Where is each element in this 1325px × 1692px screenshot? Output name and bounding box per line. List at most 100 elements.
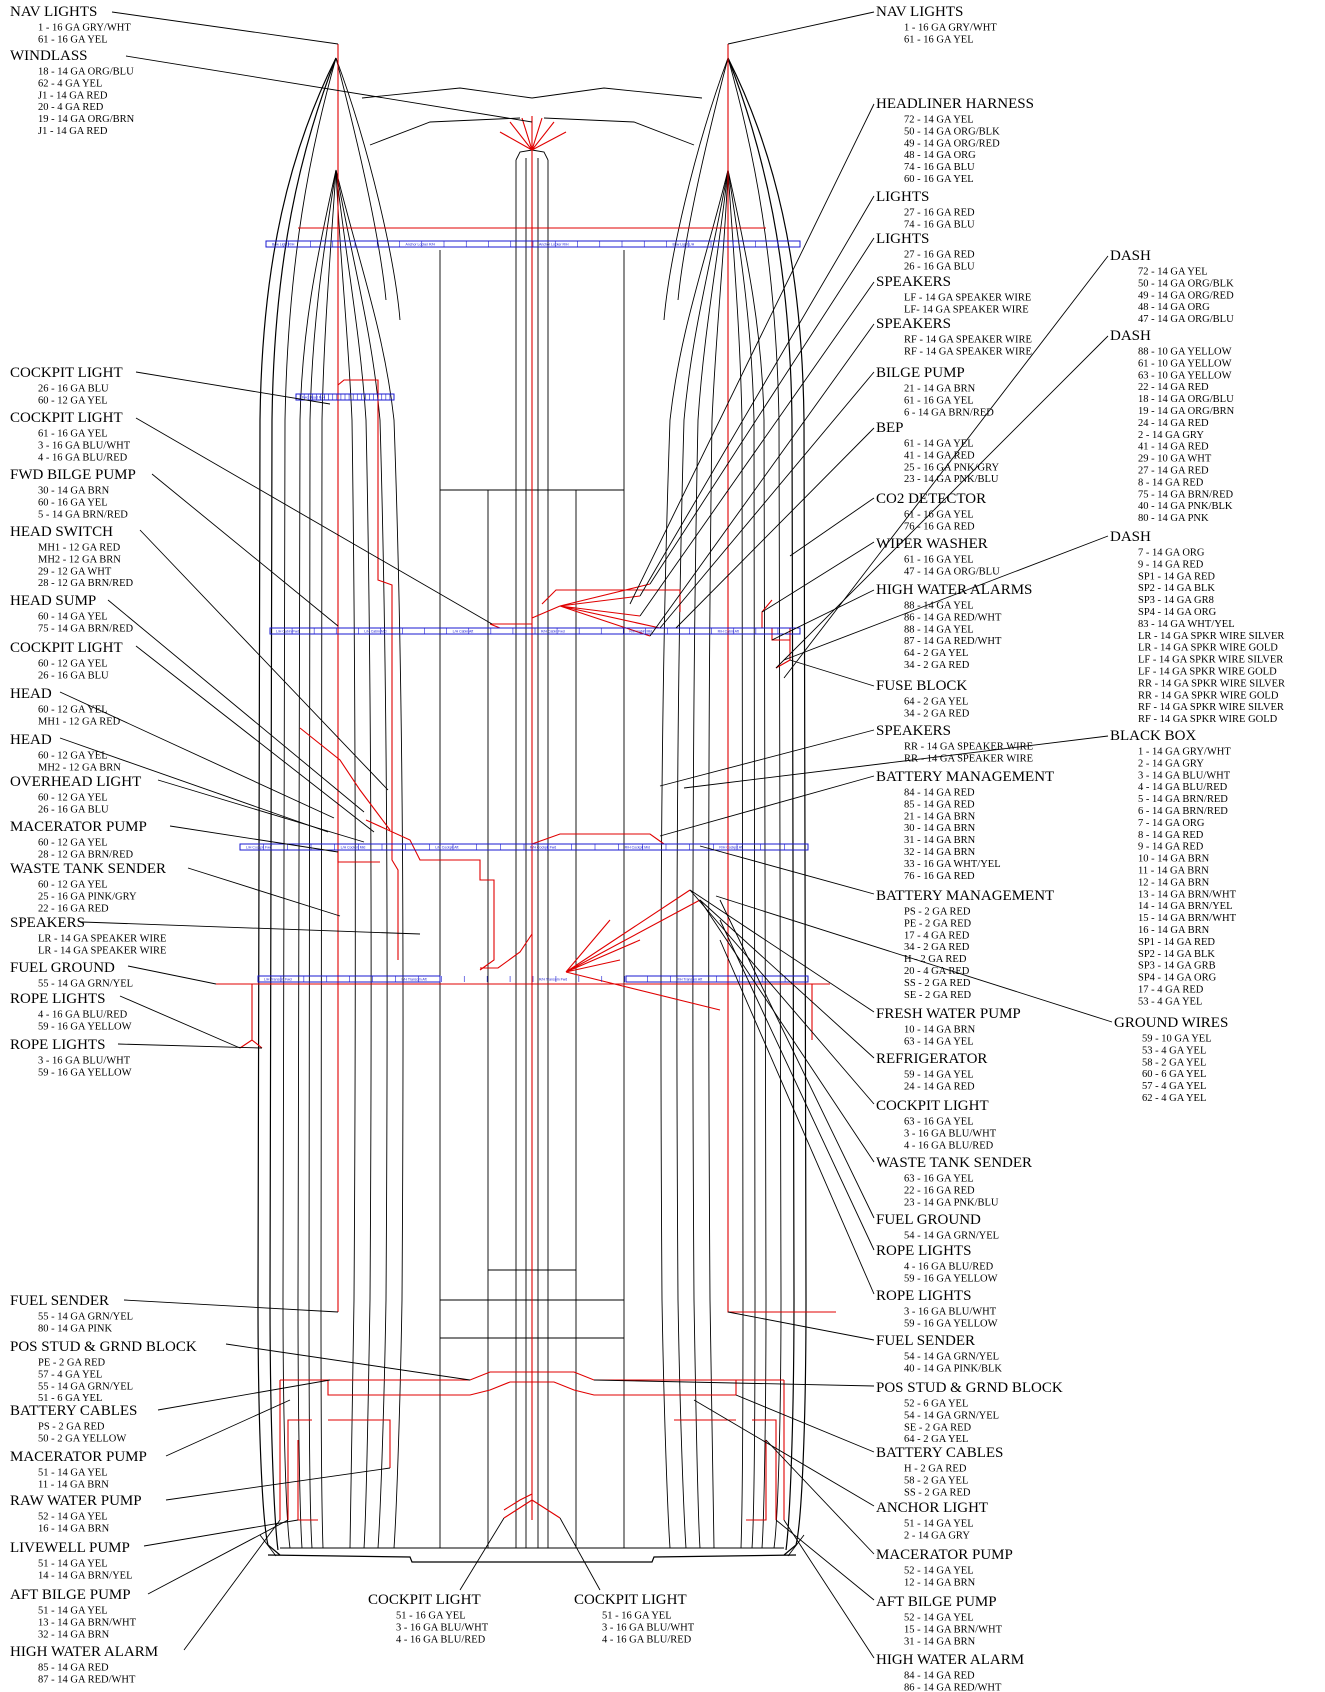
wire-spec: 58 - 2 GA YEL bbox=[1142, 1057, 1206, 1068]
hull-left-line-12 bbox=[335, 57, 401, 321]
label-title: COCKPIT LIGHT bbox=[876, 1098, 989, 1114]
wire-spec: RR - 14 GA SPEAKER WIRE bbox=[904, 753, 1033, 764]
label-title: WASTE TANK SENDER bbox=[876, 1155, 1032, 1171]
leader-lines bbox=[59, 11, 1113, 1659]
wire-spec: SS - 2 GA RED bbox=[904, 1487, 971, 1498]
wire-spec: 61 - 16 GA YEL bbox=[38, 429, 108, 440]
wire-spec: PS - 2 GA RED bbox=[38, 1422, 105, 1433]
wire-spec: 88 - 14 GA YEL bbox=[904, 601, 974, 612]
wire-spec: 60 - 14 GA YEL bbox=[38, 612, 108, 623]
hull-right-line-11 bbox=[677, 57, 729, 301]
label-title: ROPE LIGHTS bbox=[10, 1037, 105, 1053]
harness-head-loop bbox=[337, 379, 379, 390]
wire-spec: 34 - 2 GA RED bbox=[904, 708, 970, 719]
leader-line-r-rope2 bbox=[719, 939, 875, 1295]
harness-aft-cross-right bbox=[532, 1371, 784, 1396]
transom-corner-right bbox=[787, 1534, 805, 1557]
connector-label: Anchor Locker R/H bbox=[406, 243, 436, 247]
wire-spec: MH1 - 12 GA RED bbox=[38, 716, 121, 727]
wire-spec: 41 - 14 GA RED bbox=[904, 450, 975, 461]
wire-spec: 50 - 14 GA ORG/BLK bbox=[1138, 278, 1234, 289]
wire-spec: 11 - 14 GA BRN bbox=[38, 1479, 109, 1490]
connector-strip-transom bbox=[257, 975, 441, 983]
wire-spec: 7 - 14 GA ORG bbox=[1138, 818, 1205, 829]
wire-spec: 23 - 14 GA PNK/BLU bbox=[904, 474, 999, 485]
connector-label: L/H Cabin Mid bbox=[364, 630, 386, 634]
label-title: ROPE LIGHTS bbox=[876, 1243, 971, 1259]
label-title: WASTE TANK SENDER bbox=[10, 861, 166, 877]
wire-spec: 22 - 16 GA RED bbox=[904, 1185, 975, 1196]
wire-spec: 62 - 4 GA YEL bbox=[38, 78, 102, 89]
wire-spec: 60 - 12 GA YEL bbox=[38, 659, 108, 670]
wire-spec: 29 - 10 GA WHT bbox=[1138, 454, 1212, 465]
wire-spec: 47 - 14 GA ORG/BLU bbox=[1138, 314, 1234, 325]
wire-spec: RR - 14 GA SPEAKER WIRE bbox=[904, 742, 1033, 753]
wire-spec: 75 - 14 GA BRN/RED bbox=[38, 623, 134, 634]
leader-line-l-cockpit3 bbox=[135, 645, 375, 833]
harness-cabin-right-stub-2 bbox=[541, 589, 681, 612]
wire-spec: 10 - 14 GA BRN bbox=[904, 1025, 976, 1036]
wire-spec: RF - 14 GA SPKR WIRE SILVER bbox=[1138, 702, 1284, 713]
label-title: FUEL SENDER bbox=[876, 1333, 975, 1349]
connector-label: L/H Transom Aft bbox=[402, 978, 427, 982]
wire-spec: 51 - 16 GA YEL bbox=[602, 1611, 672, 1622]
leader-line-l-cockpit1 bbox=[135, 371, 331, 405]
wire-spec: 87 - 14 GA RED/WHT bbox=[904, 636, 1002, 647]
wire-spec: 60 - 12 GA YEL bbox=[38, 705, 108, 716]
wire-spec: 58 - 2 GA YEL bbox=[904, 1475, 968, 1486]
wire-spec: 32 - 14 GA BRN bbox=[38, 1629, 110, 1640]
leader-line-r-cockpit bbox=[689, 889, 875, 1105]
wire-spec: 85 - 14 GA RED bbox=[38, 1663, 109, 1674]
wire-spec: 51 - 14 GA YEL bbox=[38, 1606, 108, 1617]
label-title: HEAD bbox=[10, 732, 52, 748]
harness-cockpit-mid bbox=[480, 833, 665, 969]
wire-spec: 16 - 14 GA BRN bbox=[38, 1523, 110, 1534]
wire-spec: 11 - 14 GA BRN bbox=[1138, 866, 1209, 877]
wire-spec: 60 - 12 GA YEL bbox=[38, 880, 108, 891]
wire-spec: 19 - 14 GA ORG/BRN bbox=[1138, 406, 1235, 417]
leader-line-r-hwa-multi bbox=[771, 589, 875, 641]
label-title: COCKPIT LIGHT bbox=[10, 410, 123, 426]
wire-spec: 50 - 2 GA YELLOW bbox=[38, 1433, 126, 1444]
wire-spec: 64 - 2 GA YEL bbox=[904, 648, 968, 659]
wire-spec: SE - 2 GA RED bbox=[904, 990, 972, 1001]
wire-spec: 32 - 14 GA BRN bbox=[904, 847, 976, 858]
wire-spec: 48 - 14 GA ORG bbox=[1138, 302, 1210, 313]
wire-spec: 86 - 14 GA RED/WHT bbox=[904, 1682, 1002, 1692]
hull-left-line-11 bbox=[335, 57, 387, 301]
wire-spec: 3 - 14 GA BLU/WHT bbox=[1138, 770, 1231, 781]
wire-spec: 57 - 4 GA YEL bbox=[38, 1369, 102, 1380]
wire-spec: 23 - 14 GA PNK/BLU bbox=[904, 1197, 999, 1208]
harness-rope-left bbox=[239, 984, 263, 1049]
connector-label: Fwd Head R/H bbox=[302, 396, 325, 400]
leader-line-l-battcables1 bbox=[157, 1379, 331, 1411]
wire-spec: 9 - 14 GA RED bbox=[1138, 559, 1204, 570]
label-title: POS STUD & GRND BLOCK bbox=[10, 1339, 197, 1355]
wire-spec: SP3 - 14 GA GR8 bbox=[1138, 595, 1214, 606]
wire-spec: 27 - 14 GA RED bbox=[1138, 466, 1209, 477]
wire-spec: 14 - 14 GA BRN/YEL bbox=[38, 1570, 133, 1581]
hull-right-line-6 bbox=[727, 169, 744, 1549]
wire-spec: 55 - 14 GA GRN/YEL bbox=[38, 1312, 133, 1323]
label-title: NAV LIGHTS bbox=[876, 4, 963, 20]
wire-spec: SP1 - 14 GA RED bbox=[1138, 937, 1215, 948]
wire-spec: 80 - 14 GA PNK bbox=[1138, 513, 1209, 524]
leader-line-r-freshwater bbox=[689, 889, 875, 1013]
harness-cabin-fan-right bbox=[531, 583, 661, 637]
